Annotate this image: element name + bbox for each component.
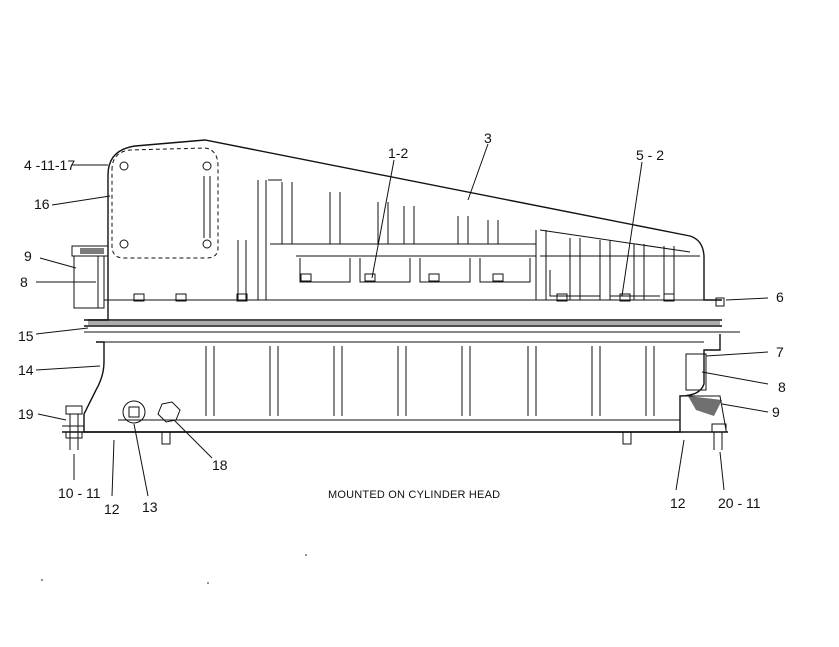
callout-12-left: 12 [104, 501, 120, 517]
callout-14: 14 [18, 362, 34, 378]
callout-16: 16 [34, 196, 50, 212]
port-plug [122, 400, 146, 424]
cover-bolt [619, 293, 631, 302]
callout-8-left: 8 [20, 274, 28, 290]
breather-fitting-left [71, 245, 109, 309]
callout-18: 18 [212, 457, 228, 473]
cover-bolt [556, 293, 568, 302]
diagram-caption: MOUNTED ON CYLINDER HEAD [328, 489, 500, 501]
lower-base [62, 297, 728, 450]
callout-3: 3 [484, 130, 492, 146]
cover-bolt [175, 293, 187, 302]
scan-specks [41, 554, 307, 584]
gasket [84, 319, 740, 333]
callout-1-2: 1-2 [388, 145, 408, 161]
callout-4-11-17: 4 -11-17 [24, 157, 75, 173]
cover-bolt [428, 273, 440, 282]
callout-6: 6 [776, 289, 784, 305]
hex-plug [157, 401, 181, 423]
callout-labels: 4 -11-17 16 9 8 15 14 19 10 - 11 12 13 1… [18, 130, 786, 517]
callout-13: 13 [142, 499, 158, 515]
cover-bolt [663, 293, 675, 302]
cover-bolt [133, 293, 145, 302]
callout-8-right: 8 [778, 379, 786, 395]
callout-9-right: 9 [772, 404, 780, 420]
cover-bolt [300, 273, 312, 282]
callout-15: 15 [18, 328, 34, 344]
callout-19: 19 [18, 406, 34, 422]
upper-cover [88, 139, 722, 321]
leader-lines [35, 143, 769, 497]
callout-5-2: 5 - 2 [636, 147, 664, 163]
cover-bolt [236, 293, 248, 302]
inspection-plate [111, 147, 219, 259]
cover-bolt [364, 273, 376, 282]
callout-9-left: 9 [24, 248, 32, 264]
cover-bolt [492, 273, 504, 282]
callout-7: 7 [776, 344, 784, 360]
callout-20-11: 20 - 11 [718, 495, 761, 511]
callout-10-11: 10 - 11 [58, 485, 101, 501]
callout-12-right: 12 [670, 495, 686, 511]
